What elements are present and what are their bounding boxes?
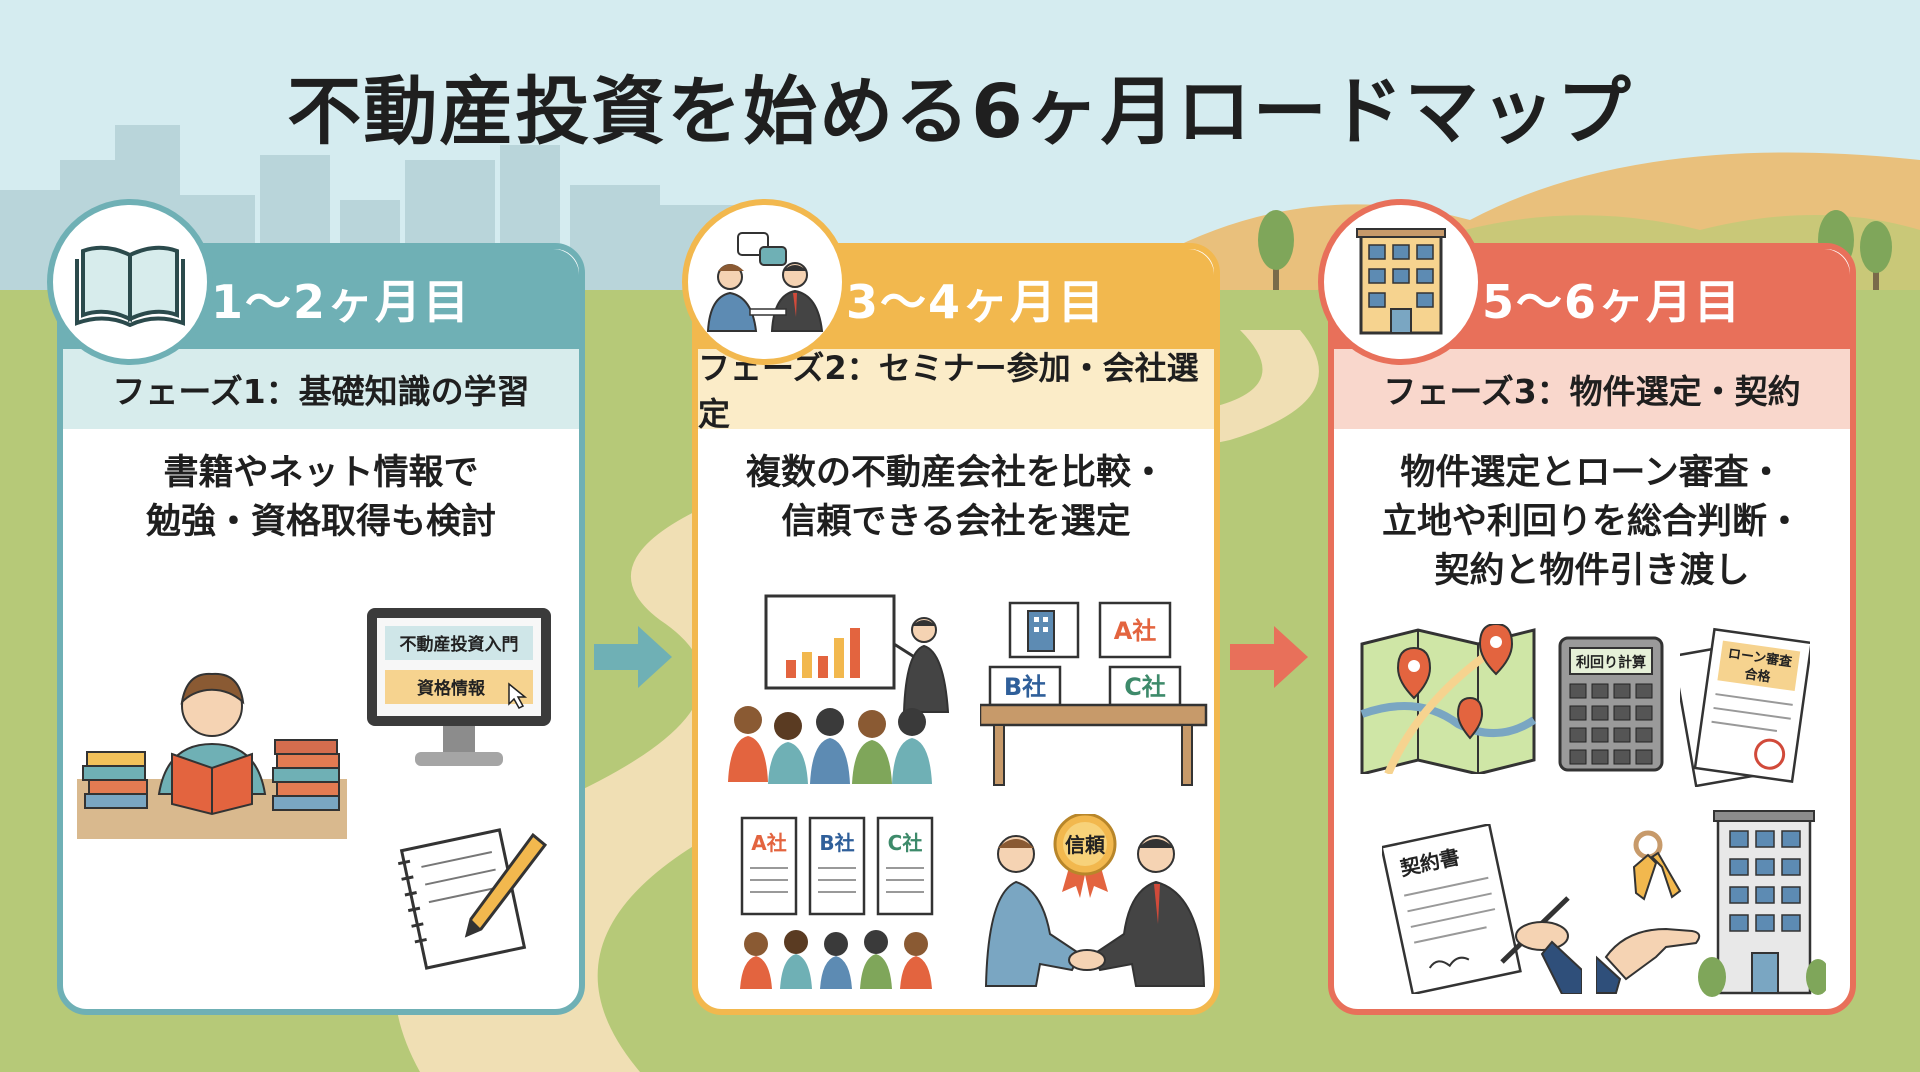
trust-badge-icon: 信頼 xyxy=(1053,814,1117,898)
phase-description: 複数の不動産会社を比較・ 信頼できる会社を選定 xyxy=(745,453,1166,542)
phase-badge xyxy=(47,199,213,365)
calculator-illustration: 利回り計算 xyxy=(1558,636,1664,772)
apartment-building-icon xyxy=(1713,810,1815,995)
key-handover-illustration xyxy=(1596,810,1826,997)
arrow-phase2-to-phase3 xyxy=(1230,626,1308,688)
consultation-icon xyxy=(706,232,824,332)
monitor-illustration: 不動産投資入門 資格情報 xyxy=(367,608,551,766)
phase-period: 1〜2ヶ月目 xyxy=(210,275,471,329)
company-label-c: C社 xyxy=(1124,673,1166,701)
phase-description: 物件選定とローン審査・ 立地や利回りを総合判断・ 契約と物件引き渡し xyxy=(1381,453,1802,591)
phase-card-3: 5〜6ヶ月目 フェーズ3：物件選定・契約 物件選定とローン審査・ 立地や利回りを… xyxy=(1318,199,1856,1015)
phase-card-1: 1〜2ヶ月目 フェーズ1：基礎知識の学習 書籍やネット情報で 勉強・資格取得も検… xyxy=(47,199,585,1015)
phase-period: 3〜4ヶ月目 xyxy=(845,275,1106,329)
trust-badge-label: 信頼 xyxy=(1065,833,1106,857)
phase-card-2: 3〜4ヶ月目 フェーズ2：セミナー参加・会社選定 複数の不動産会社を比較・ 信頼… xyxy=(682,199,1220,1015)
monitor-line-2: 資格情報 xyxy=(417,678,486,699)
phase-label: フェーズ1：基礎知識の学習 xyxy=(63,349,579,429)
audience xyxy=(740,930,932,989)
book-stack-right xyxy=(272,739,340,811)
doc-label-a: A社 xyxy=(751,831,786,855)
phase-badge xyxy=(1318,199,1484,365)
doc-label-b: B社 xyxy=(819,831,854,855)
audience xyxy=(728,706,932,784)
company-comparison-illustration: A社 B社 C社 xyxy=(740,816,934,989)
notebook-pencil-illustration xyxy=(397,828,548,970)
student-reading-illustration xyxy=(77,672,347,839)
book-icon xyxy=(75,245,185,327)
loan-approval-illustration: ローン審査 合格 xyxy=(1680,627,1810,787)
pen-hand-icon xyxy=(1500,896,1582,994)
calculator-label: 利回り計算 xyxy=(1576,654,1646,671)
pencil-icon xyxy=(464,832,548,938)
arrow-phase1-to-phase2 xyxy=(594,626,672,688)
map-illustration xyxy=(1360,624,1537,774)
office-building-icon xyxy=(1027,610,1055,652)
phase-period: 5〜6ヶ月目 xyxy=(1481,275,1742,329)
monitor-line-1: 不動産投資入門 xyxy=(400,634,519,655)
keys-icon xyxy=(1632,830,1682,901)
phase-description: 書籍やネット情報で 勉強・資格取得も検討 xyxy=(145,453,496,542)
cursor-icon xyxy=(508,682,528,709)
building-icon xyxy=(1356,228,1446,335)
company-label-b: B社 xyxy=(1004,673,1046,701)
phase-badge xyxy=(682,199,848,365)
page-title: 不動産投資を始める6ヶ月ロードマップ xyxy=(287,69,1633,155)
loan-doc-result: 合格 xyxy=(1743,666,1772,686)
doc-label-c: C社 xyxy=(888,831,923,855)
location-pin-icon xyxy=(1396,624,1514,740)
book-stack-left xyxy=(82,751,148,809)
bar-chart-icon xyxy=(786,628,860,678)
seminar-illustration xyxy=(728,594,950,784)
handshake-trust-illustration: 信頼 xyxy=(984,814,1206,987)
contract-signing-illustration: 契約書 xyxy=(1382,824,1582,994)
company-label-a: A社 xyxy=(1114,617,1157,645)
approval-stamp-icon xyxy=(1754,738,1786,770)
company-table-illustration: A社 B社 C社 xyxy=(980,601,1208,786)
student-figure xyxy=(157,672,267,816)
